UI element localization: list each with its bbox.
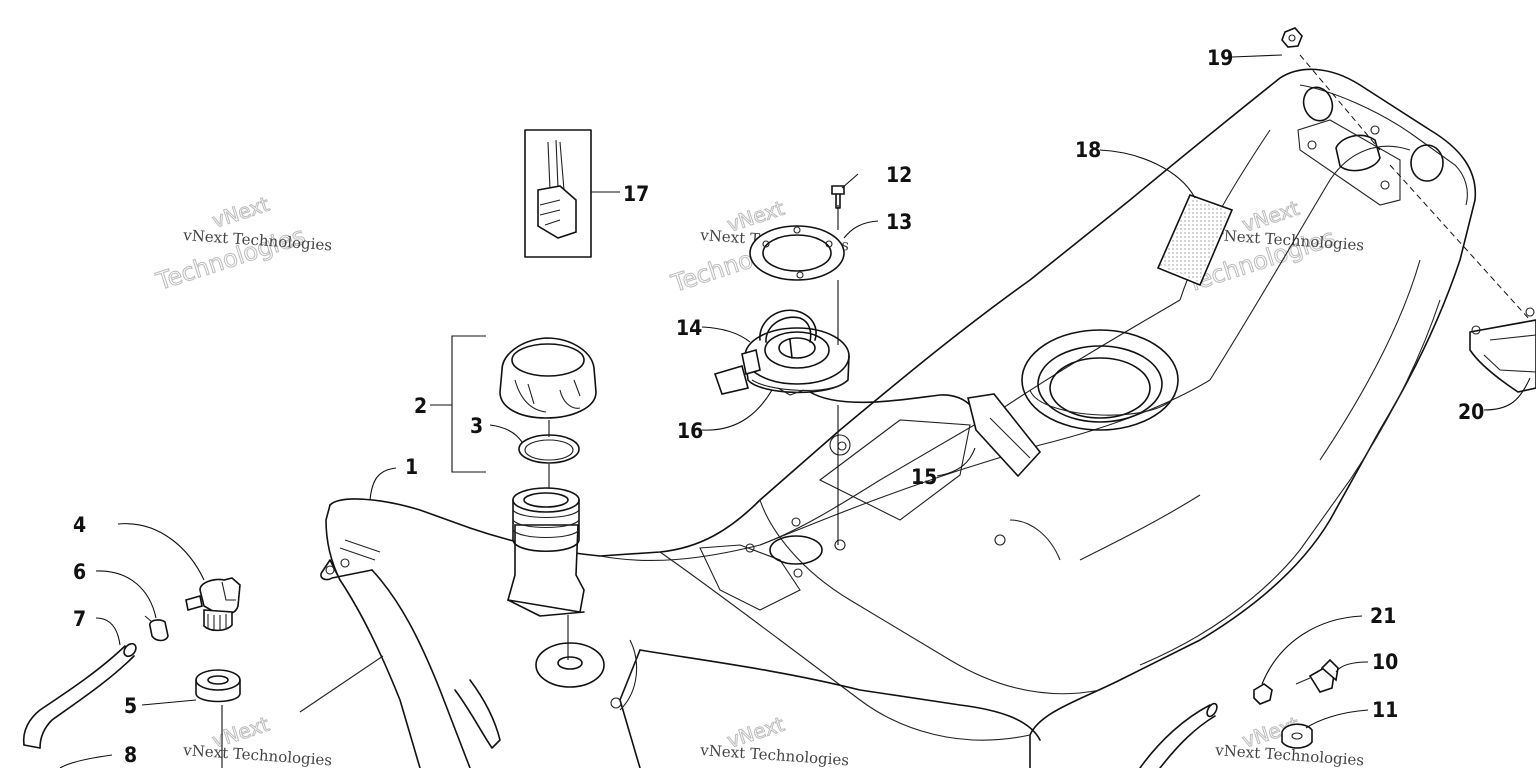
callout-18: 18 [1075, 138, 1101, 162]
vent-valve [185, 577, 241, 632]
callout-1: 1 [405, 455, 418, 479]
foam-pad [1156, 193, 1234, 287]
callout-12: 12 [886, 163, 912, 187]
right-vent-hose [1139, 702, 1218, 768]
mount-bracket [1469, 307, 1536, 393]
gas-cap [499, 337, 597, 419]
hose-clamp [144, 615, 169, 642]
callout-14: 14 [676, 316, 702, 340]
callout-20: 20 [1458, 400, 1484, 424]
bracket [451, 335, 486, 473]
callout-16: 16 [677, 419, 703, 443]
watermark-bottom-center: vNext vNext Technologies [699, 711, 850, 768]
callout-8: 8 [124, 743, 137, 767]
o-ring-inner [524, 439, 574, 461]
watermark-stamp-word: vNext [209, 192, 272, 233]
filler-neck [506, 487, 585, 617]
watermark-bottom-left: vNext vNext Technologies [182, 711, 333, 768]
callout-6: 6 [73, 560, 86, 584]
callout-10: 10 [1372, 650, 1398, 674]
watermark-text: vNext Technologies [699, 741, 850, 768]
callout-4: 4 [73, 513, 86, 537]
mount-nut [1281, 27, 1531, 321]
callout-7: 7 [73, 607, 86, 631]
callout-13: 13 [886, 210, 912, 234]
fuel-tank [299, 68, 1477, 768]
fuel-pump-assembly [713, 205, 1042, 545]
watermark-text: vNext Technologies [182, 741, 333, 768]
callout-17: 17 [623, 182, 649, 206]
grommet [195, 669, 241, 768]
hose-fitting [1253, 658, 1339, 749]
callout-19: 19 [1207, 46, 1233, 70]
callout-15: 15 [911, 465, 937, 489]
screw [831, 185, 845, 209]
callout-2: 2 [414, 394, 427, 418]
callout-11: 11 [1372, 698, 1398, 722]
callout-5: 5 [124, 694, 137, 718]
callout-21: 21 [1370, 604, 1396, 628]
o-ring [518, 434, 580, 464]
callout-3: 3 [470, 414, 483, 438]
vent-hose [22, 642, 137, 749]
connector-box [524, 129, 620, 258]
watermark-top-left: vNext Technologies vNext Technologies [152, 191, 333, 296]
